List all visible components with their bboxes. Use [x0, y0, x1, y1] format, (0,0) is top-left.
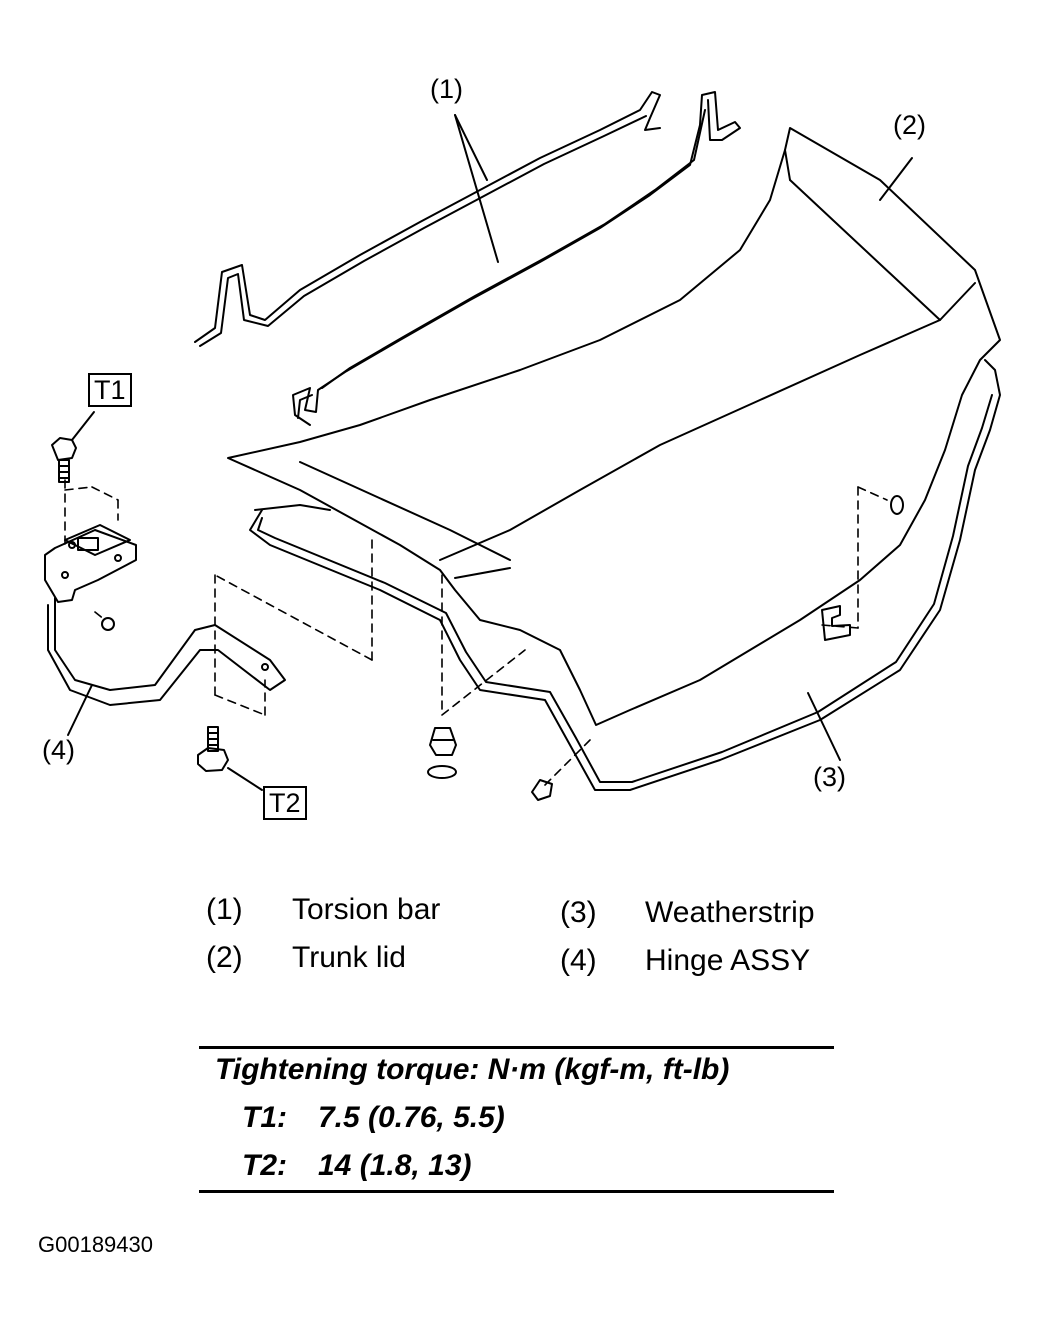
callout-1-leaders — [454, 114, 499, 263]
callout-2: (2) — [893, 110, 926, 140]
lid-clip — [821, 605, 851, 641]
torque-tag-t1: T1 — [88, 373, 132, 407]
weatherstrip — [249, 359, 1001, 791]
torque-tag-t2: T2 — [263, 786, 307, 820]
legend-name-2: Trunk lid — [292, 941, 406, 974]
callout-4: (4) — [42, 735, 75, 765]
lid-grommet — [890, 495, 904, 515]
dashed-guides — [64, 479, 888, 786]
callout-1: (1) — [430, 74, 463, 104]
legend-num-2: (2) — [206, 941, 243, 974]
legend-name-3: Weatherstrip — [645, 896, 815, 929]
torque-heading: Tightening torque: N·m (kgf-m, ft-lb) — [215, 1053, 730, 1086]
callout-4-leader — [67, 684, 93, 736]
cushion — [531, 779, 553, 801]
torque-table-top-rule — [199, 1046, 834, 1049]
torque-t2-value: 14 (1.8, 13) — [318, 1149, 472, 1182]
torque-table-bottom-rule — [199, 1190, 834, 1193]
trunk-lid — [227, 127, 1001, 726]
legend-num-3: (3) — [560, 896, 597, 929]
callout-t2-leader — [227, 767, 263, 791]
callout-2-leader — [879, 157, 913, 201]
figure-id: G00189430 — [38, 1232, 153, 1257]
callout-3-leader — [807, 692, 841, 761]
torsion-bar-upper — [194, 91, 661, 347]
hinge-assy — [44, 524, 286, 706]
bolt-t1 — [51, 437, 77, 483]
callout-t1-leader — [71, 411, 95, 441]
bolt-t2 — [197, 726, 229, 772]
torque-t1-value: 7.5 (0.76, 5.5) — [318, 1101, 505, 1134]
bumper-pad — [427, 727, 457, 779]
legend-num-4: (4) — [560, 944, 597, 977]
trunk-lid-exploded-diagram — [44, 91, 1001, 801]
torsion-bar-lower — [292, 91, 741, 426]
torque-t2-label: T2: — [242, 1149, 287, 1182]
legend-num-1: (1) — [206, 893, 243, 926]
torque-t1-label: T1: — [242, 1101, 287, 1134]
legend-name-4: Hinge ASSY — [645, 944, 811, 977]
callout-3: (3) — [813, 762, 846, 792]
legend-name-1: Torsion bar — [292, 893, 441, 926]
